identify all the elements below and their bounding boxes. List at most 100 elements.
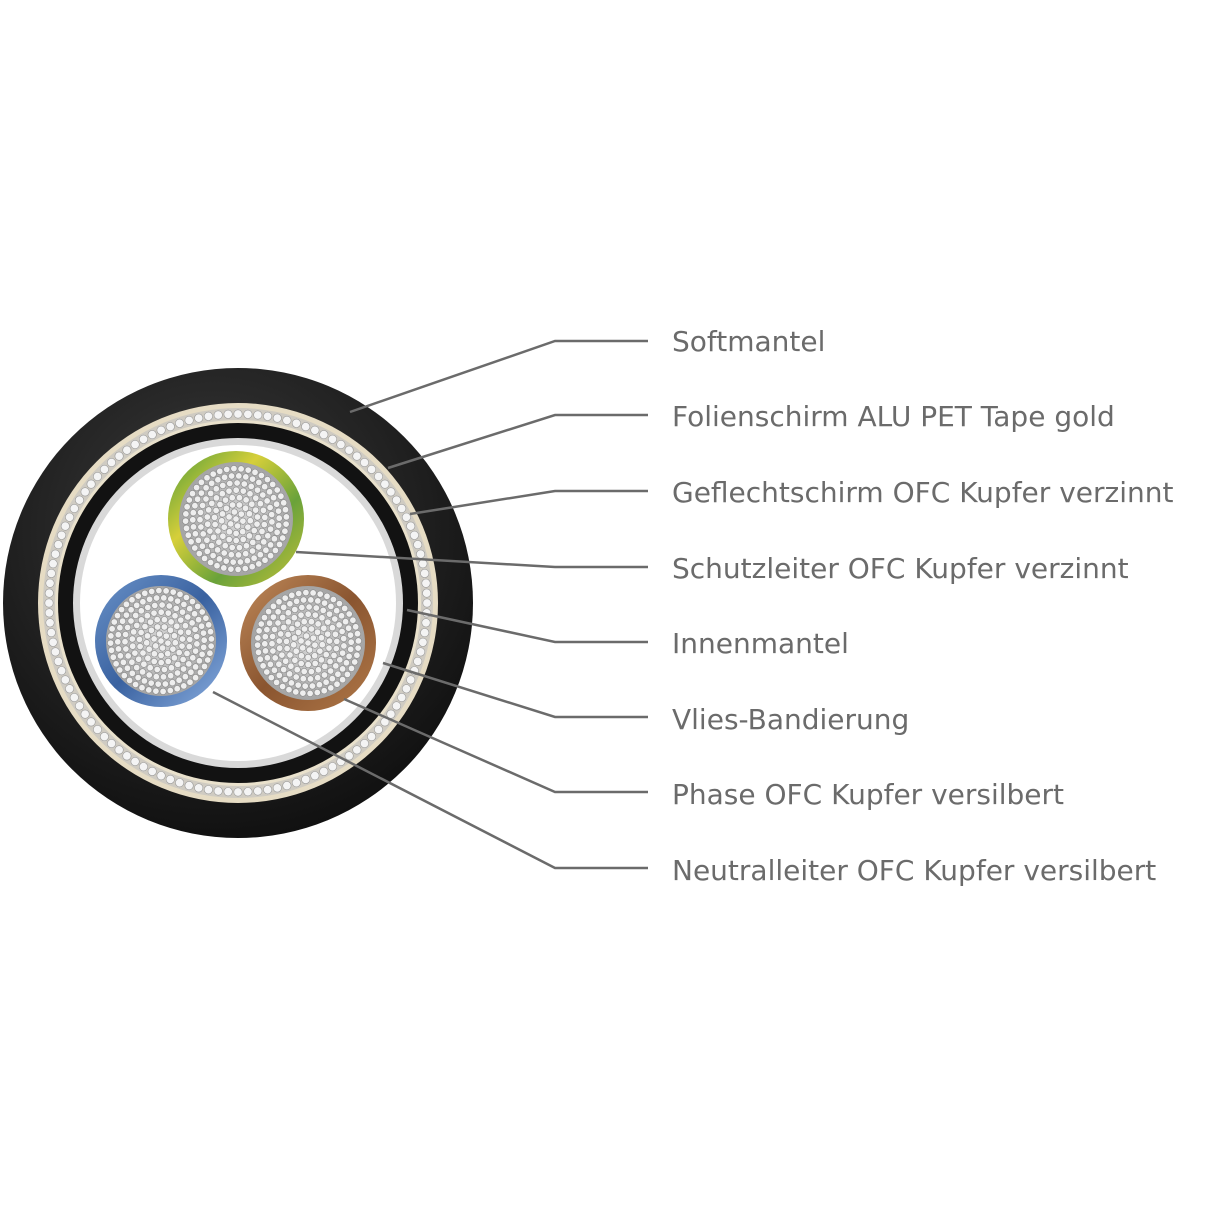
- strand-dot: [261, 483, 269, 491]
- strand-dot: [164, 639, 172, 647]
- strand-dot: [232, 529, 240, 537]
- strand-dot: [188, 619, 196, 627]
- strand-dot: [226, 479, 234, 487]
- strand-dot: [304, 661, 312, 669]
- strand-dot: [311, 659, 319, 667]
- strand-dot: [159, 644, 167, 652]
- strand-dot: [239, 535, 247, 543]
- strand-dot: [53, 656, 63, 666]
- strand-dot: [263, 497, 271, 505]
- strand-dot: [157, 659, 165, 667]
- strand-dot: [146, 595, 154, 603]
- strand-dot: [253, 520, 261, 528]
- strand-dot: [386, 709, 396, 719]
- phase-strands: [254, 589, 362, 697]
- strand-dot: [307, 668, 315, 676]
- strand-dot: [265, 608, 273, 616]
- strand-dot: [107, 738, 117, 748]
- strand-dot: [130, 628, 138, 636]
- strand-dot: [293, 597, 301, 605]
- label-vlies-bandierung: Vlies-Bandierung: [672, 703, 909, 736]
- strand-dot: [213, 786, 223, 796]
- strand-dot: [317, 634, 325, 642]
- strand-dot: [247, 482, 255, 490]
- strand-dot: [147, 430, 157, 440]
- strand-dot: [306, 646, 314, 654]
- strand-dot: [413, 540, 423, 550]
- strand-dot: [44, 598, 54, 608]
- strand-dot: [315, 681, 323, 689]
- strand-dot: [143, 639, 151, 647]
- strand-dot: [198, 608, 206, 616]
- strand-dot: [280, 666, 288, 674]
- strand-dot: [406, 675, 416, 685]
- strand-dot: [161, 680, 169, 688]
- strand-dot: [290, 641, 298, 649]
- strand-dot: [286, 670, 294, 678]
- strand-dot: [216, 500, 224, 508]
- strand-dot: [233, 787, 243, 797]
- strand-dot: [200, 636, 208, 644]
- strand-dot: [150, 635, 158, 643]
- strand-dot: [299, 675, 307, 683]
- strand-dot: [157, 637, 165, 645]
- strand-dot: [227, 565, 235, 573]
- strand-dot: [214, 527, 222, 535]
- strand-dot: [191, 530, 199, 538]
- strand-dot: [184, 628, 192, 636]
- strand-dot: [301, 774, 311, 784]
- strand-dot: [203, 536, 211, 544]
- strand-dot: [245, 510, 253, 518]
- strand-dot: [242, 504, 250, 512]
- strand-dot: [177, 616, 185, 624]
- strand-dot: [336, 656, 344, 664]
- strand-dot: [311, 641, 319, 649]
- strand-dot: [253, 410, 263, 420]
- strand-dot: [294, 681, 302, 689]
- strand-dot: [397, 503, 407, 513]
- strand-dot: [228, 543, 236, 551]
- strand-dot: [307, 625, 315, 633]
- strand-dot: [155, 630, 163, 638]
- strand-dot: [153, 616, 161, 624]
- strand-dot: [46, 628, 56, 638]
- strand-dot: [246, 517, 254, 525]
- label-folienschirm: Folienschirm ALU PET Tape gold: [672, 400, 1115, 433]
- strand-dot: [319, 430, 329, 440]
- strand-dot: [209, 552, 217, 560]
- strand-dot: [243, 787, 253, 797]
- strand-dot: [287, 679, 295, 687]
- strand-dot: [147, 679, 155, 687]
- strand-dot: [152, 673, 160, 681]
- strand-dot: [192, 663, 200, 671]
- strand-dot: [286, 651, 294, 659]
- strand-dot: [241, 564, 249, 572]
- strand-dot: [245, 532, 253, 540]
- strand-dot: [57, 530, 67, 540]
- strand-dot: [261, 640, 269, 648]
- strand-dot: [213, 562, 221, 570]
- strand-dot: [108, 646, 116, 654]
- strand-dot: [156, 771, 166, 781]
- strand-dot: [223, 465, 231, 473]
- strand-dot: [261, 647, 269, 655]
- strand-dot: [312, 604, 320, 612]
- strand-dot: [275, 521, 283, 529]
- strand-dot: [109, 653, 117, 661]
- strand-dot: [187, 668, 195, 676]
- strand-dot: [281, 594, 289, 602]
- strand-dot: [335, 600, 343, 608]
- strand-dot: [282, 415, 292, 425]
- strand-dot: [199, 501, 207, 509]
- strand-dot: [279, 682, 287, 690]
- strand-dot: [57, 666, 67, 676]
- strand-dot: [302, 589, 310, 597]
- strand-dot: [126, 676, 134, 684]
- label-innenmantel: Innenmantel: [672, 627, 849, 660]
- strand-dot: [65, 512, 75, 522]
- strand-dot: [306, 689, 314, 697]
- strand-dot: [233, 409, 243, 419]
- strand-dot: [261, 633, 269, 641]
- strand-dot: [143, 612, 151, 620]
- strand-dot: [225, 487, 233, 495]
